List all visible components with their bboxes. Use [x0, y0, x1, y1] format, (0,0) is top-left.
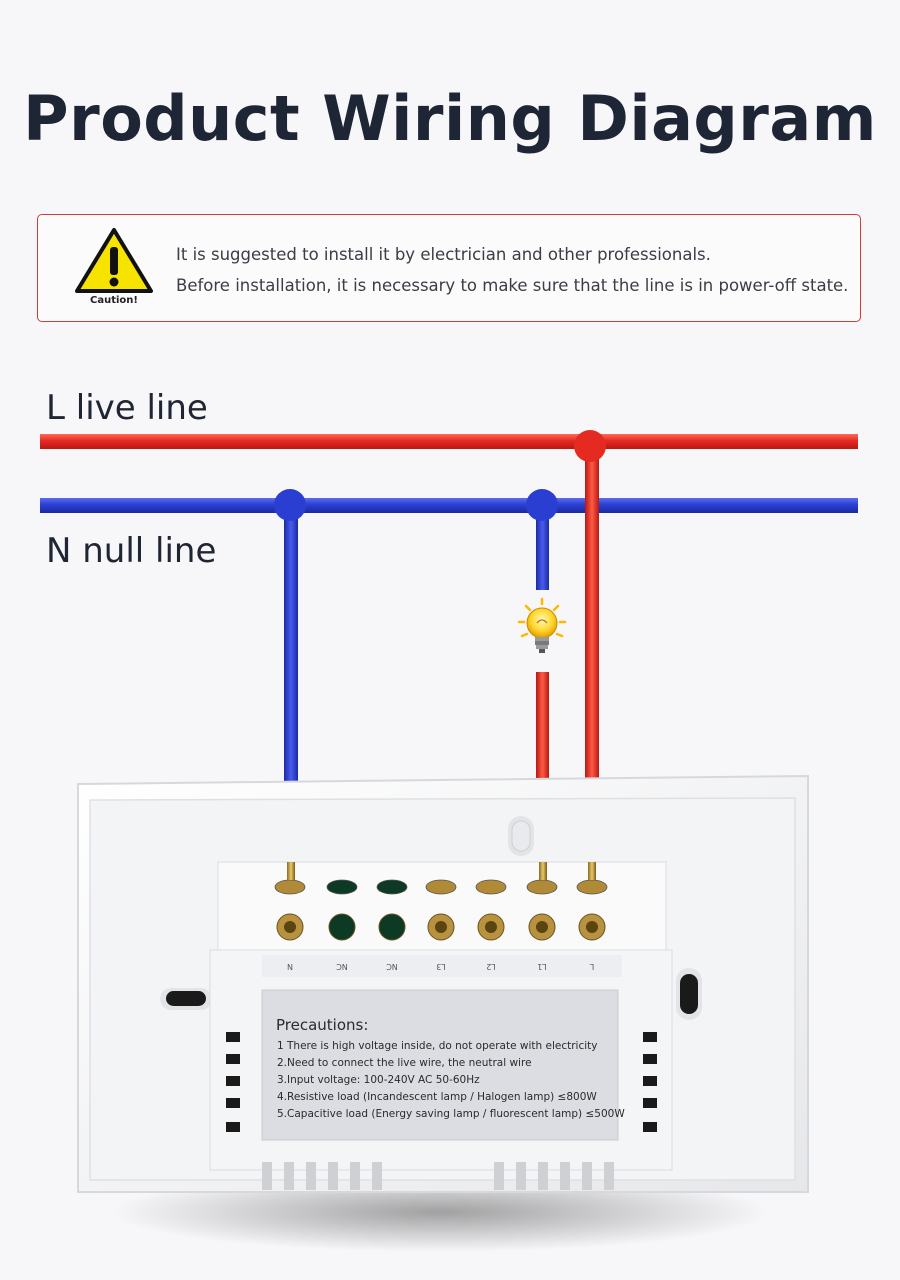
- terminal-label-l1-5: L1: [537, 962, 547, 971]
- terminal-label-l3-3: L3: [436, 962, 446, 971]
- precautions-heading: Precautions:: [276, 1016, 368, 1034]
- terminal-label-nc-1: NC: [336, 962, 348, 971]
- terminal-socket-nc-2: [378, 913, 406, 941]
- terminal-screw-top-l-6: [576, 879, 608, 895]
- precaution-item-2: 2.Need to connect the live wire, the neu…: [277, 1057, 532, 1069]
- light-bulb-icon: [517, 597, 567, 653]
- precaution-item-5: 5.Capacitive load (Energy saving lamp / …: [277, 1108, 625, 1120]
- terminal-screw-top-nc-1: [326, 879, 358, 895]
- terminal-screw-top-n-0: [274, 879, 306, 895]
- null-line-wire: [40, 498, 858, 513]
- mount-slot-top: [511, 820, 531, 852]
- neutral-junction-dot-2: [526, 489, 558, 521]
- warning-triangle-icon: Caution!: [74, 227, 154, 309]
- mount-slot-right: [680, 974, 698, 1014]
- precaution-item-1: 1 There is high voltage inside, do not o…: [277, 1040, 598, 1052]
- terminal-screw-top-l1-5: [526, 879, 558, 895]
- precautions-label: [261, 989, 619, 1141]
- terminal-screw-top-nc-2: [376, 879, 408, 895]
- mount-slot-left: [166, 991, 206, 1006]
- terminal-label-l2-4: L2: [486, 962, 496, 971]
- terminal-label-n-0: N: [287, 962, 293, 971]
- terminal-screw-top-l3-3: [425, 879, 457, 895]
- terminal-label-nc-2: NC: [386, 962, 398, 971]
- null-line-label: N null line: [46, 531, 217, 571]
- precaution-item-4: 4.Resistive load (Incandescent lamp / Ha…: [277, 1091, 597, 1103]
- neutral-wire-to-lamp: [536, 505, 549, 590]
- live-line-wire: [40, 434, 858, 449]
- caution-text-line-1: It is suggested to install it by electri…: [176, 245, 711, 264]
- neutral-junction-dot-1: [274, 489, 306, 521]
- caution-label: Caution!: [90, 295, 138, 306]
- live-wire-to-l: [585, 442, 599, 867]
- caution-text-line-2: Before installation, it is necessary to …: [176, 276, 849, 295]
- page-title: Product Wiring Diagram: [23, 82, 877, 155]
- terminal-screw-top-l2-4: [475, 879, 507, 895]
- terminal-label-l-6: L: [589, 962, 594, 971]
- precaution-item-3: 3.Input voltage: 100-240V AC 50-60Hz: [277, 1074, 480, 1086]
- caution-box: Caution! It is suggested to install it b…: [37, 214, 861, 322]
- neutral-wire-to-switch: [284, 505, 298, 867]
- live-line-label: L live line: [46, 388, 208, 428]
- terminal-socket-nc-1: [328, 913, 356, 941]
- live-junction-dot: [574, 430, 606, 462]
